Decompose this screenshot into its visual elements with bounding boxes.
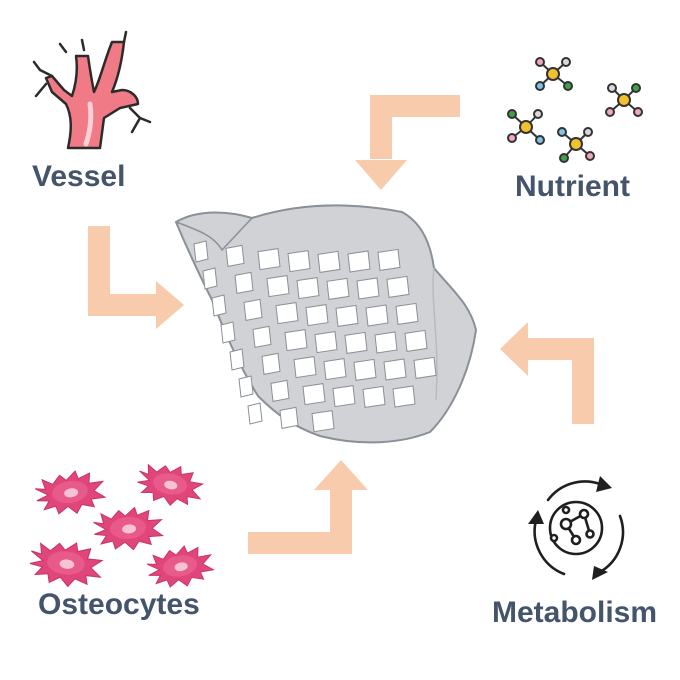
scaffold-pore <box>347 250 371 273</box>
scaffold-pore <box>404 329 428 352</box>
arrow-metabolism-to-scaffold <box>500 322 594 424</box>
metabolic-cycle-icon <box>528 476 625 580</box>
scaffold-pore <box>365 304 389 327</box>
scaffold-pore <box>332 385 356 408</box>
cell-nucleus <box>164 480 178 490</box>
scaffold-pore <box>284 329 308 352</box>
scaffold-pore <box>413 356 437 379</box>
scaffold-pore <box>261 352 281 375</box>
scaffold-pore <box>395 302 419 325</box>
scaffold-pore <box>356 277 380 300</box>
scaffold-pore <box>392 385 416 408</box>
cell-nucleus <box>59 559 75 569</box>
nutrient-label: Nutrient <box>515 170 630 203</box>
cell-nucleus <box>122 524 137 534</box>
scaffold-pore <box>302 383 326 406</box>
blood-vessel-icon <box>32 30 152 150</box>
scaffold-pore <box>279 406 299 429</box>
scaffold-pore <box>257 248 281 271</box>
osteocyte-icon <box>137 463 205 506</box>
osteocyte-icon <box>93 506 165 551</box>
scaffold-pore <box>377 248 401 271</box>
scaffold-pore <box>296 277 320 300</box>
vessel-label: Vessel <box>32 160 126 193</box>
scaffold-pore <box>234 271 254 294</box>
scaffold-pore <box>317 250 341 273</box>
scaffold-pore <box>344 331 368 354</box>
molecule-cluster-icon <box>507 57 643 163</box>
scaffold-pore <box>225 244 245 267</box>
osteocyte-icon <box>146 545 215 588</box>
scaffold-pore <box>252 325 272 348</box>
scaffold-pore <box>293 356 317 379</box>
scaffold-pore <box>202 267 218 290</box>
metabolism-label: Metabolism <box>492 596 658 629</box>
scaffold-pore <box>386 275 410 298</box>
scaffold-pore <box>305 304 329 327</box>
scaffold-pore <box>287 250 311 273</box>
scaffold-pore <box>383 358 407 381</box>
scaffold-pore <box>229 348 245 371</box>
scaffold-pore <box>275 302 299 325</box>
scaffold-pore <box>243 298 263 321</box>
scaffold-pore <box>220 321 236 344</box>
scaffold-pore <box>335 304 359 327</box>
osteocyte-icon <box>35 470 107 515</box>
cell-nucleus <box>64 488 79 498</box>
cell-nucleus <box>174 562 188 572</box>
arrow-osteocytes-to-scaffold <box>248 460 368 554</box>
scaffold-pore <box>353 358 377 381</box>
scaffold-pore <box>193 240 209 263</box>
osteocyte-icon <box>29 542 104 588</box>
scaffold-pore <box>374 331 398 354</box>
scaffold-pore <box>270 379 290 402</box>
molecule-icon <box>605 83 643 117</box>
molecule-icon <box>557 127 595 163</box>
scaffold-pore <box>362 385 386 408</box>
molecule-icon <box>535 57 573 91</box>
scaffold-pore <box>311 410 335 433</box>
scaffold-pore <box>323 358 347 381</box>
porous-scaffold-icon <box>174 204 478 444</box>
scaffold-pore <box>211 294 227 317</box>
molecule-icon <box>507 109 545 145</box>
bone-cell-icon <box>29 463 215 588</box>
arrow-vessel-to-scaffold <box>88 226 184 329</box>
scaffold-pore <box>314 331 338 354</box>
scaffold-pore <box>326 277 350 300</box>
osteocytes-label: Osteocytes <box>38 588 200 621</box>
arrow-nutrient-to-scaffold <box>355 95 460 190</box>
scaffold-pore <box>238 375 254 398</box>
scaffold-pore <box>247 402 263 425</box>
scaffold-pore <box>266 275 290 298</box>
